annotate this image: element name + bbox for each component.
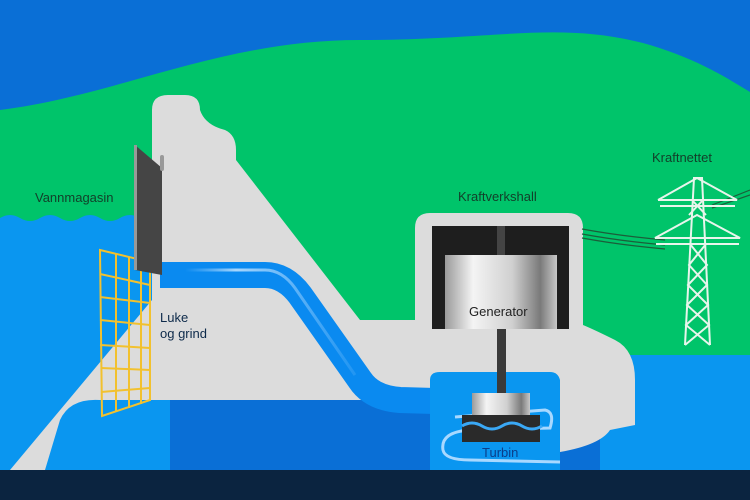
label-grid: Kraftnettet — [652, 150, 712, 165]
label-gate-line2: og grind — [160, 326, 207, 341]
gate — [135, 145, 162, 275]
label-generator: Generator — [469, 304, 528, 319]
reservoir-water — [0, 215, 170, 470]
generator — [445, 255, 557, 329]
trash-rack — [98, 248, 151, 418]
label-turbine: Turbin — [482, 445, 519, 460]
turbine-hub — [472, 393, 530, 415]
label-powerhouse: Kraftverkshall — [458, 189, 537, 204]
shaft — [497, 329, 506, 397]
transmission-tower — [654, 176, 741, 346]
ground-bar — [0, 470, 750, 500]
label-gate-line1: Luke — [160, 310, 189, 325]
label-reservoir: Vannmagasin — [35, 190, 114, 205]
turbine-runner — [461, 415, 543, 442]
